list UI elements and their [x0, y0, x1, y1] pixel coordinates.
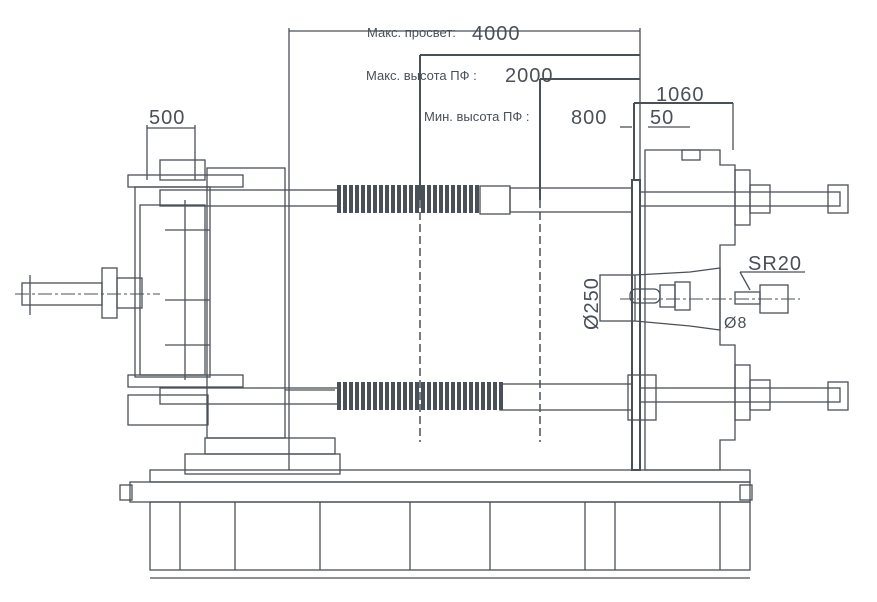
cover-rib	[427, 185, 431, 213]
moving-platen	[627, 179, 657, 471]
cover-rib	[481, 382, 485, 410]
cover-rib	[409, 382, 413, 410]
nozzle-diameter-value: Ø8	[724, 315, 747, 332]
cover-rib	[367, 382, 371, 410]
right-width-value: 1060	[656, 84, 705, 106]
machine-base	[119, 469, 753, 579]
cover-rib	[421, 185, 425, 213]
cover-rib	[409, 185, 413, 213]
cover-rib	[415, 382, 419, 410]
min-mold-height-label: Мин. высота ПФ :	[424, 109, 529, 124]
cover-rib	[391, 382, 395, 410]
cover-rib	[403, 382, 407, 410]
cover-rib	[373, 185, 377, 213]
upper-tie-rod	[159, 184, 849, 215]
cover-rib	[427, 382, 431, 410]
nozzle-area	[599, 267, 805, 331]
cover-rib	[391, 185, 395, 213]
cover-rib	[463, 382, 467, 410]
cover-rib	[469, 382, 473, 410]
sphere-radius-value: SR20	[748, 253, 802, 275]
lower-rod-cover	[337, 382, 503, 410]
cover-rib	[487, 382, 491, 410]
cover-rib	[451, 382, 455, 410]
diameter-value: Ø250	[581, 277, 603, 330]
cover-rib	[379, 185, 383, 213]
cover-rib	[385, 185, 389, 213]
dimension-lines	[146, 28, 734, 470]
cover-rib	[397, 185, 401, 213]
cover-rib	[343, 382, 347, 410]
cover-rib	[451, 185, 455, 213]
cover-rib	[361, 382, 365, 410]
cover-rib	[499, 382, 503, 410]
cover-rib	[403, 185, 407, 213]
cover-rib	[469, 185, 473, 213]
cover-rib	[367, 185, 371, 213]
cover-rib	[385, 382, 389, 410]
upper-rod-cover	[337, 185, 479, 213]
cover-rib	[337, 382, 341, 410]
cover-rib	[373, 382, 377, 410]
cover-rib	[379, 382, 383, 410]
cover-rib	[349, 185, 353, 213]
cover-rib	[433, 185, 437, 213]
cover-rib	[439, 185, 443, 213]
left-stroke-value: 500	[149, 107, 185, 129]
lower-tie-rod	[159, 381, 849, 411]
cover-rib	[445, 185, 449, 213]
fixed-platen	[644, 149, 771, 471]
cover-rib	[475, 185, 479, 213]
cover-rib	[337, 185, 341, 213]
cover-rib	[493, 382, 497, 410]
cover-rib	[433, 382, 437, 410]
max-mold-height-value: 2000	[505, 65, 554, 87]
column-block	[184, 167, 341, 475]
cover-rib	[397, 382, 401, 410]
cover-rib	[445, 382, 449, 410]
cover-rib	[457, 382, 461, 410]
cover-rib	[415, 185, 419, 213]
min-mold-height-value: 800	[571, 107, 607, 129]
injection-unit	[15, 267, 160, 319]
offset-value: 50	[650, 107, 674, 129]
cover-rib	[421, 382, 425, 410]
cover-rib	[361, 185, 365, 213]
max-clearance-value: 4000	[472, 23, 521, 45]
cover-rib	[343, 185, 347, 213]
cover-rib	[439, 382, 443, 410]
cover-rib	[355, 185, 359, 213]
rear-platen	[127, 159, 244, 426]
cover-rib	[349, 382, 353, 410]
cover-rib	[355, 382, 359, 410]
max-mold-height-label: Макс. высота ПФ :	[366, 68, 477, 83]
max-clearance-label: Макс. просвет:	[367, 25, 456, 40]
cover-rib	[457, 185, 461, 213]
cover-rib	[475, 382, 479, 410]
cover-rib	[463, 185, 467, 213]
